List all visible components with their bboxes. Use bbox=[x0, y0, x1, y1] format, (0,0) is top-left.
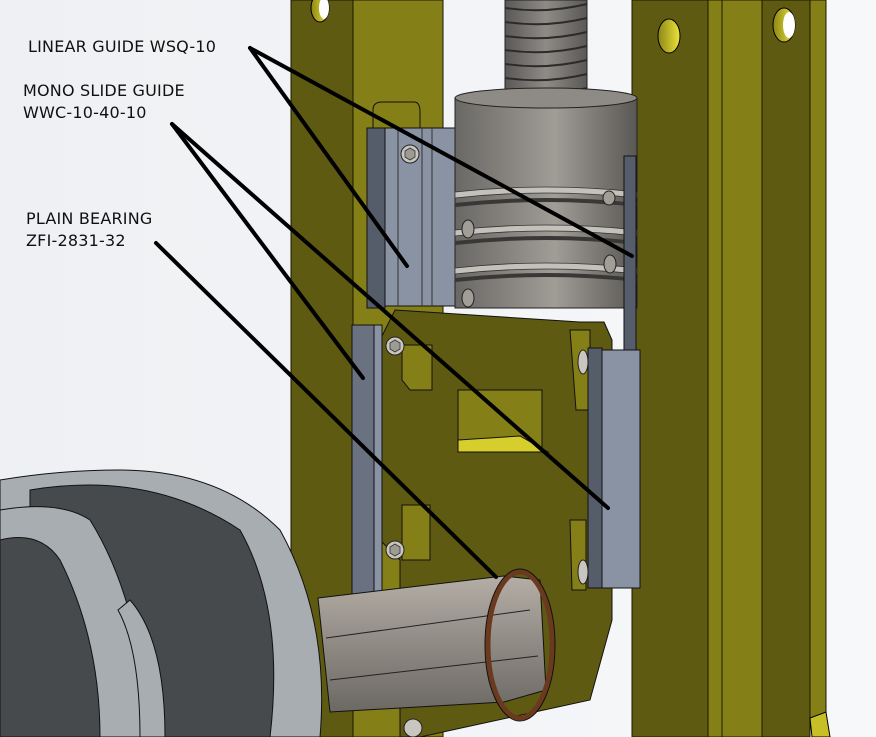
leader-mono-slide-right bbox=[170, 122, 610, 510]
leader-plain-bearing bbox=[154, 241, 498, 579]
callout-plain-bearing: PLAIN BEARING ZFI-2831-32 bbox=[26, 208, 152, 252]
plain-bearing-part-number: ZFI-2831-32 bbox=[26, 231, 126, 250]
linear-guide-block-left bbox=[366, 127, 456, 309]
mono-slide-guide-right bbox=[577, 347, 641, 589]
lead-screw bbox=[504, 0, 588, 99]
shaft bbox=[317, 575, 547, 713]
leader-lines bbox=[154, 46, 634, 579]
shaft-coupling bbox=[454, 87, 638, 309]
right-frame bbox=[631, 0, 831, 737]
plain-bearing bbox=[484, 568, 556, 722]
leader-linear-guide-right bbox=[248, 46, 634, 258]
leader-mono-slide-left bbox=[170, 122, 365, 380]
callout-linear-guide: LINEAR GUIDE WSQ-10 bbox=[28, 36, 216, 58]
plain-bearing-label: PLAIN BEARING bbox=[26, 209, 153, 228]
linear-guide-label: LINEAR GUIDE WSQ-10 bbox=[28, 37, 217, 56]
wheel bbox=[0, 469, 323, 737]
mono-slide-guide-label: MONO SLIDE GUIDE bbox=[23, 81, 185, 100]
callout-mono-slide-guide: MONO SLIDE GUIDE WWC-10-40-10 bbox=[23, 80, 185, 124]
leader-linear-guide-left bbox=[248, 46, 409, 268]
mono-slide-guide-part-number: WWC-10-40-10 bbox=[23, 103, 147, 122]
